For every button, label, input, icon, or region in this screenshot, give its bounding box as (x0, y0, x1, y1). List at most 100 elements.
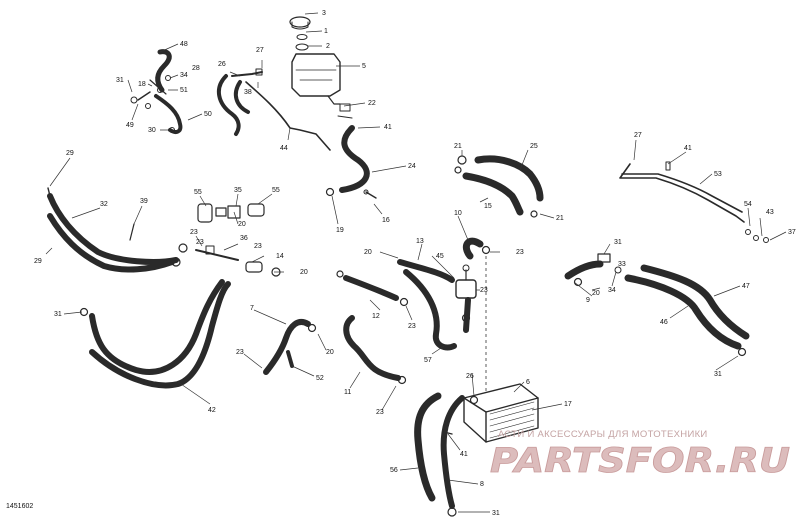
callout-37: 37 (788, 229, 796, 236)
callout-20-b: 20 (300, 269, 308, 276)
callout-6: 6 (526, 379, 530, 386)
callout-24: 24 (408, 163, 416, 170)
callout-5: 5 (362, 63, 366, 70)
callout-labels: 3 1 2 5 27 26 28 38 22 41 44 48 31 18 34… (34, 10, 796, 517)
callout-39: 39 (140, 198, 148, 205)
callout-38: 38 (244, 89, 252, 96)
callout-27: 27 (256, 47, 264, 54)
callout-23-h: 23 (376, 409, 384, 416)
diagram-code: 1451602 (6, 503, 33, 510)
hose-24 (337, 103, 370, 193)
callout-11: 11 (344, 389, 351, 396)
hose-50 (137, 91, 183, 134)
hose-12 (336, 270, 409, 307)
callout-20-c: 20 (364, 249, 372, 256)
callout-51: 51 (180, 87, 188, 94)
clip-39 (129, 223, 135, 241)
hose-47 (640, 264, 750, 340)
hose-29 (47, 213, 181, 273)
callout-2: 2 (326, 43, 330, 50)
callout-14: 14 (276, 253, 284, 260)
callout-55: 55 (194, 189, 202, 196)
callout-33: 33 (618, 261, 626, 268)
hose-7 (263, 318, 317, 375)
callout-52: 52 (316, 375, 324, 382)
callout-27-b: 27 (634, 132, 642, 139)
callout-23-g: 23 (236, 349, 244, 356)
hose-32 (47, 187, 188, 265)
callout-48: 48 (180, 41, 188, 48)
callout-23-e: 23 (480, 287, 488, 294)
vent-hose-28 (216, 74, 250, 136)
hose-57 (461, 297, 471, 333)
callout-44: 44 (280, 145, 288, 152)
callout-50: 50 (204, 111, 212, 118)
thermostat-45 (455, 264, 477, 299)
callout-57: 57 (424, 357, 432, 364)
callout-21-b: 21 (556, 215, 564, 222)
clip-41 (443, 417, 453, 435)
callout-41-c: 41 (460, 451, 468, 458)
watermark-caption: АСТИ И АКСЕССУАРЫ ДЛЯ МОТОТЕХНИКИ (498, 429, 708, 440)
callout-47: 47 (742, 283, 750, 290)
clamp-19 (325, 187, 335, 197)
callout-20-d: 20 (592, 290, 600, 297)
cap-gasket-and-clip (295, 34, 309, 51)
callout-7: 7 (250, 305, 254, 312)
hose-56 (414, 392, 442, 502)
callout-23: 23 (190, 229, 198, 236)
callout-26-b: 26 (466, 373, 474, 380)
coolant-reservoir (291, 53, 341, 105)
callout-28: 28 (192, 65, 200, 72)
hose-25 (474, 155, 544, 202)
callout-46: 46 (660, 319, 668, 326)
hose-15 (462, 172, 524, 216)
callout-29-b: 29 (34, 258, 42, 265)
callout-25: 25 (530, 143, 538, 150)
callout-29: 29 (66, 150, 74, 157)
callout-10: 10 (454, 210, 462, 217)
callout-13: 13 (416, 238, 424, 245)
hose-11 (343, 315, 407, 385)
callout-12: 12 (372, 313, 380, 320)
callout-54: 54 (744, 201, 752, 208)
callout-1: 1 (324, 28, 328, 35)
callout-17: 17 (564, 401, 572, 408)
callout-31-c: 31 (714, 371, 722, 378)
callout-20: 20 (238, 221, 246, 228)
callout-42: 42 (208, 407, 216, 414)
vent-hose-44 (245, 81, 331, 151)
callout-23-f: 23 (408, 323, 416, 330)
heat-exchanger (463, 383, 539, 443)
callout-18: 18 (138, 81, 146, 88)
callout-22: 22 (368, 100, 376, 107)
leader-lines (45, 12, 787, 513)
callout-15: 15 (484, 203, 492, 210)
fitting-16 (363, 189, 377, 199)
callout-8: 8 (480, 481, 484, 488)
callout-45: 45 (436, 253, 444, 260)
callout-31-b: 31 (614, 239, 622, 246)
callout-34: 34 (180, 72, 188, 79)
callout-49: 49 (126, 122, 134, 129)
callout-23-c: 23 (254, 243, 262, 250)
callout-41: 41 (384, 124, 392, 131)
connector-9 (564, 253, 622, 287)
callout-32: 32 (100, 201, 108, 208)
callout-23-b: 23 (196, 239, 204, 246)
hose-46 (624, 274, 747, 357)
callout-30: 30 (148, 127, 156, 134)
callout-55-b: 55 (272, 187, 280, 194)
callout-41-b: 41 (684, 145, 692, 152)
callout-23-d: 23 (516, 249, 524, 256)
callout-3: 3 (322, 10, 326, 17)
vent-tube-53 (619, 161, 769, 243)
callout-36: 36 (240, 235, 248, 242)
hose-10 (462, 237, 491, 260)
callout-35: 35 (234, 187, 242, 194)
callout-31-d: 31 (54, 311, 62, 318)
callout-16: 16 (382, 217, 390, 224)
hose-13 (397, 259, 457, 351)
connector-assembly (195, 203, 281, 277)
callout-26: 26 (218, 61, 226, 68)
